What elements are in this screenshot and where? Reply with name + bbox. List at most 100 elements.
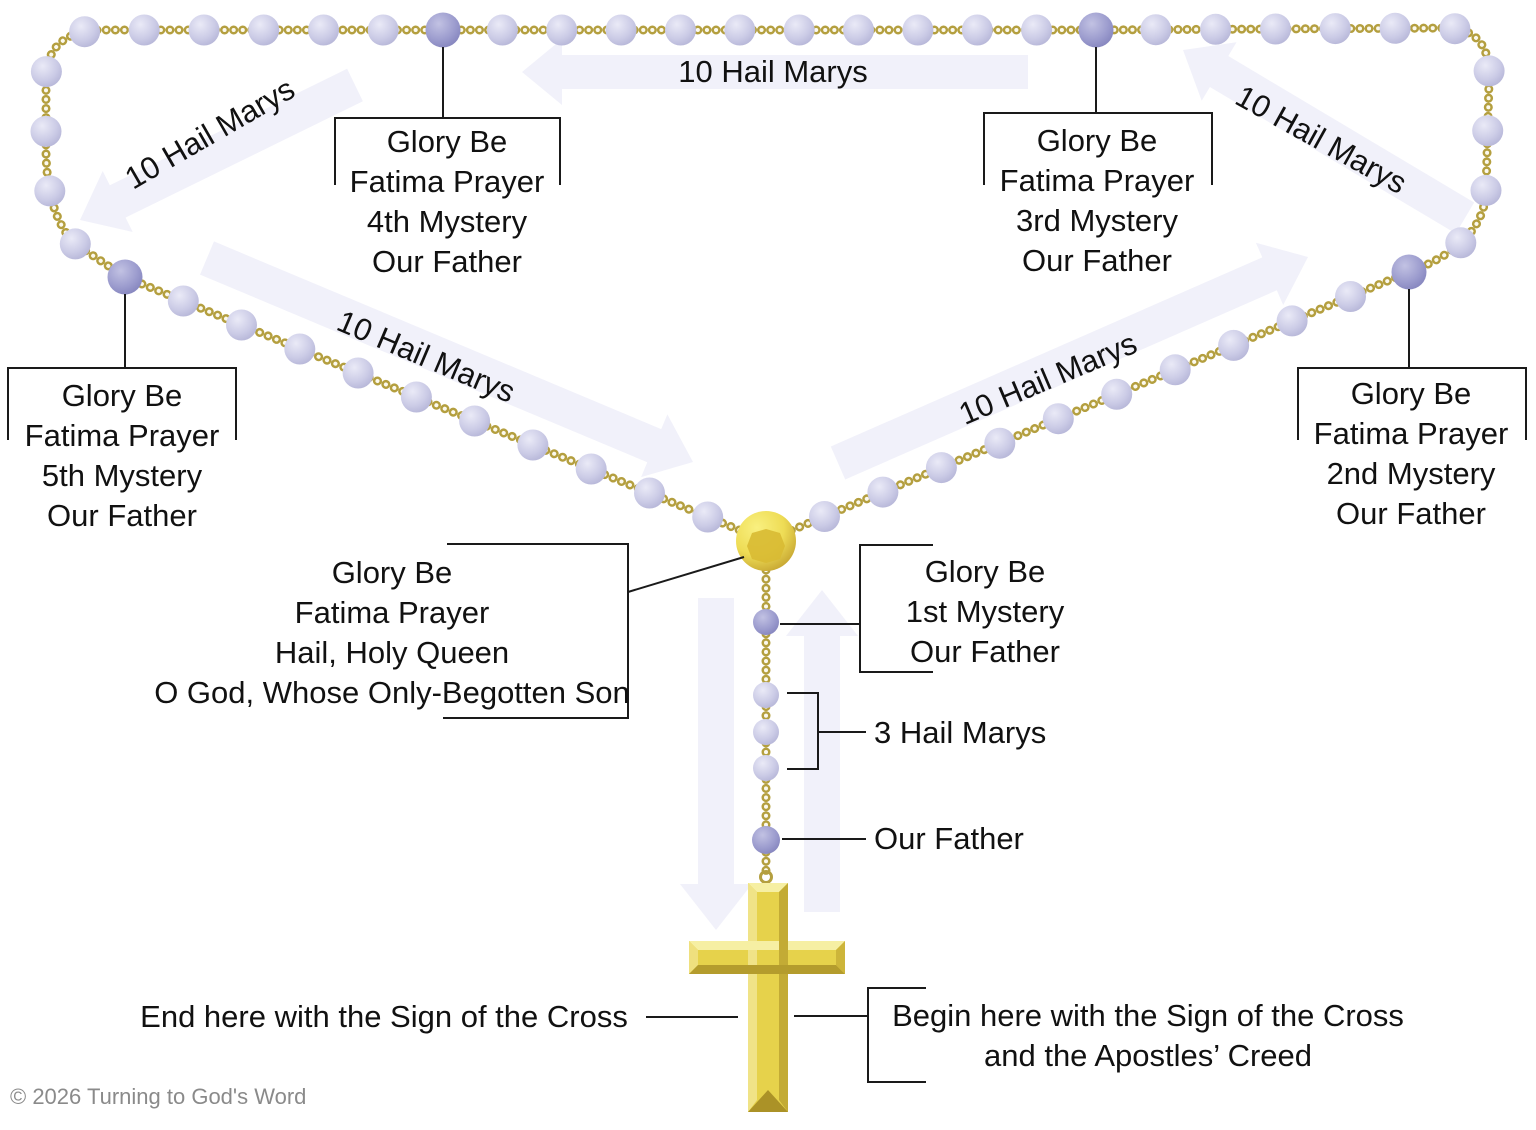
first-mystery-bead — [753, 609, 779, 635]
decade-arrow-top-right — [1183, 42, 1475, 234]
hail-mary-bead — [69, 16, 101, 48]
box-text-line: 2nd Mystery — [1326, 456, 1496, 491]
hail-mary-bead — [867, 476, 899, 508]
hail-mary-bead — [30, 56, 62, 88]
bracket-begin — [867, 987, 926, 1083]
cross — [689, 870, 845, 1112]
hail-mary-bead — [34, 175, 66, 207]
box-text-line: Our Father — [910, 634, 1060, 669]
begin-here-line1: Begin here with the Sign of the Cross — [892, 998, 1404, 1033]
end-here-label: End here with the Sign of the Cross — [140, 999, 628, 1034]
chain-layer — [41, 23, 1494, 883]
our-father-bead — [107, 259, 143, 295]
begin-here-label: Begin here with the Sign of the Cross an… — [892, 996, 1404, 1076]
three-hail-marys-label: 3 Hail Marys — [874, 715, 1047, 750]
box-text-line: 1st Mystery — [905, 594, 1065, 629]
copyright-text: © 2026 Turning to God's Word — [10, 1084, 307, 1109]
flow-arrows-layer — [80, 39, 1475, 930]
hail-mary-bead — [843, 14, 874, 46]
hail-mary-bead — [809, 501, 840, 532]
hail-mary-bead — [400, 381, 432, 413]
hail-mary-bead — [284, 333, 316, 365]
hail-mary-bead — [1319, 13, 1351, 45]
hail-mary-bead — [783, 14, 815, 46]
decade-arrow-top-left — [80, 68, 363, 232]
hail-mary-bead — [1276, 305, 1308, 337]
second-mystery-box-text: Glory Be Fatima Prayer 2nd Mystery Our F… — [1314, 374, 1509, 534]
box-text-line: Fatima Prayer — [24, 418, 220, 453]
hail-mary-bead — [1379, 12, 1411, 44]
hail-mary-bead — [605, 14, 637, 46]
hail-mary-bead — [226, 309, 257, 341]
hail-mary-bead — [1473, 55, 1505, 87]
hail-mary-bead — [59, 228, 91, 260]
hail-mary-bead — [1101, 378, 1133, 410]
our-father-label: Our Father — [874, 821, 1024, 856]
hail-mary-bead — [128, 14, 160, 46]
hail-mary-bead — [546, 14, 578, 46]
begin-here-line2: and the Apostles’ Creed — [983, 1038, 1313, 1073]
hail-mary-bead — [692, 501, 724, 533]
hail-mary-bead — [1470, 174, 1502, 206]
box-text-line: Glory Be — [386, 124, 508, 159]
hail-mary-bead — [1472, 115, 1504, 147]
hail-mary-bead — [188, 14, 220, 46]
callout-lines-layer — [7, 47, 1527, 1083]
our-father-bead — [1391, 254, 1427, 290]
hail-mary-bead — [459, 405, 491, 437]
closing-prayers-box-text: Glory Be Fatima Prayer Hail, Holy Queen … — [154, 553, 630, 713]
hail-mary-bead — [1218, 329, 1250, 361]
box-text-line: Glory Be — [1350, 376, 1472, 411]
box-text-line: Our Father — [372, 244, 522, 279]
box-text-line: 5th Mystery — [41, 458, 203, 493]
box-text-line: Our Father — [1022, 243, 1172, 278]
decade-arrow-lower-right — [830, 242, 1308, 480]
box-text-line: Glory Be — [924, 554, 1046, 589]
box-text-line: 4th Mystery — [366, 204, 528, 239]
hail-marys-label-top: 10 Hail Marys — [678, 54, 868, 89]
box-1st — [859, 544, 933, 673]
box-text-line: Hail, Holy Queen — [274, 635, 510, 670]
hail-mary-bead — [1159, 354, 1191, 386]
drop-arrow-up — [786, 590, 858, 912]
hail-mary-bead — [753, 719, 779, 745]
hail-mary-bead — [167, 285, 199, 317]
our-father-bead — [425, 12, 461, 48]
hail-mary-bead — [1260, 13, 1291, 45]
our-father-bead — [1078, 12, 1114, 48]
fourth-mystery-box-text: Glory Be Fatima Prayer 4th Mystery Our F… — [350, 122, 545, 282]
hail-mary-bead — [961, 14, 993, 46]
third-mystery-box-text: Glory Be Fatima Prayer 3rd Mystery Our F… — [1000, 121, 1195, 281]
hail-mary-bead — [1021, 14, 1053, 46]
box-text-line: Glory Be — [331, 555, 453, 590]
hail-mary-bead — [517, 429, 549, 461]
box-text-line: Our Father — [47, 498, 197, 533]
hail-mary-bead — [1445, 227, 1477, 259]
hail-mary-bead — [342, 357, 374, 389]
box-text-line: Glory Be — [1036, 123, 1158, 158]
box-5th — [7, 367, 237, 440]
hail-mary-bead — [724, 14, 756, 46]
hail-mary-bead — [753, 755, 779, 781]
hail-mary-bead — [1200, 13, 1232, 45]
box-text-line: Fatima Prayer — [349, 164, 545, 199]
hail-mary-bead — [634, 477, 665, 509]
box-text-line: Our Father — [1336, 496, 1486, 531]
medal-and-cross-layer — [689, 511, 845, 1112]
first-mystery-box-text: Glory Be 1st Mystery Our Father — [906, 552, 1064, 672]
box-4th — [334, 117, 561, 185]
drop-arrow-down — [680, 598, 752, 930]
box-2nd — [1297, 367, 1527, 440]
hail-mary-bead — [248, 14, 280, 46]
hail-mary-bead — [30, 115, 62, 147]
hail-mary-bead — [1042, 403, 1074, 435]
hail-mary-bead — [1439, 13, 1471, 45]
hail-mary-bead — [1335, 281, 1366, 312]
beads-layer — [30, 12, 1505, 854]
box-text-line: Glory Be — [61, 378, 183, 413]
box-text-line: Fatima Prayer — [294, 595, 490, 630]
box-text-line: 3rd Mystery — [1016, 203, 1178, 238]
